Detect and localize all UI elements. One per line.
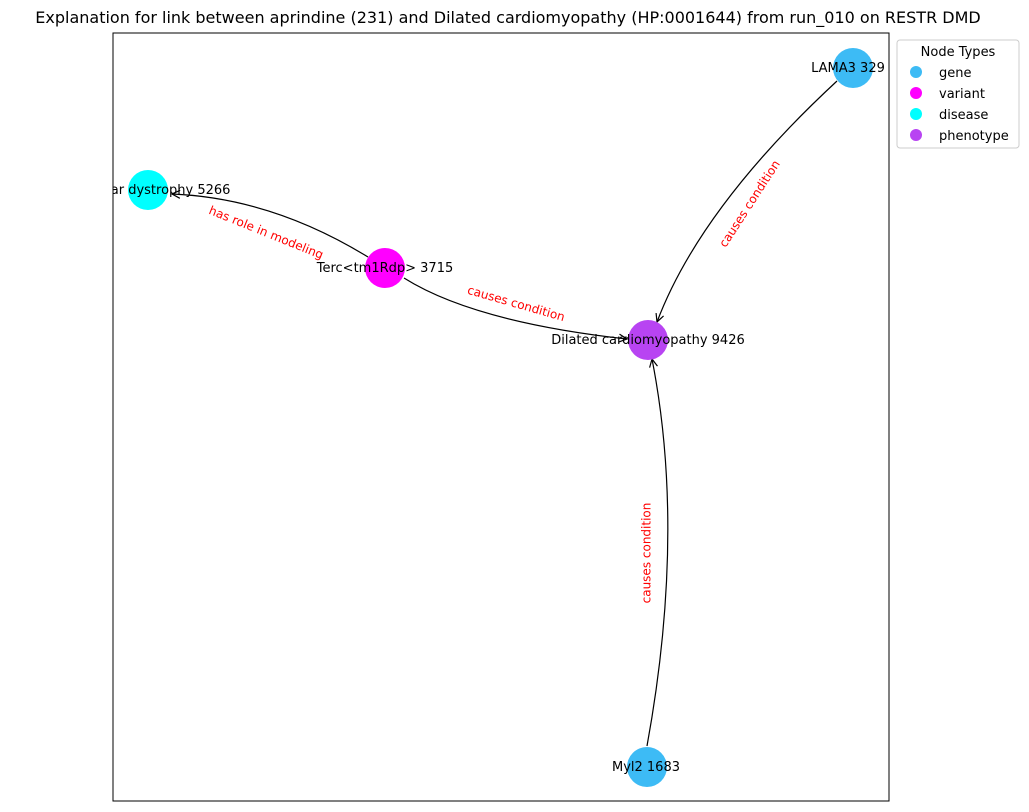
edge-terc-causes-condition (403, 277, 627, 339)
legend-label-disease: disease (939, 108, 988, 123)
legend-title: Node Types (921, 45, 996, 60)
legend-label-gene: gene (939, 66, 972, 81)
edge-label-myl2-causes-condition: causes condition (640, 503, 654, 604)
legend: Node Types gene variant disease phenotyp… (896, 39, 1020, 149)
figure-title: Explanation for link between aprindine (… (35, 8, 980, 28)
graph-area: LAMA3 329 Muscular dystrophy 5266 Terc<t… (66, 48, 885, 787)
node-label-terc: Terc<tm1Rdp> 3715 (316, 261, 454, 276)
node-label-myl2: Myl2 1683 (612, 760, 680, 775)
node-label-lama3: LAMA3 329 (811, 61, 885, 76)
node-label-muscular-dystrophy: Muscular dystrophy 5266 (66, 183, 231, 198)
edge-has-role-in-modeling (172, 194, 369, 258)
node-label-dilated-cardiomyopathy: Dilated cardiomyopathy 9426 (551, 333, 745, 348)
node-muscular-dystrophy-disease (128, 170, 168, 210)
node-myl2-gene (627, 747, 667, 787)
legend-box (896, 39, 1020, 149)
edge-myl2-causes-condition (646, 359, 669, 747)
node-terc-variant (365, 248, 405, 288)
legend-marker-variant (910, 87, 922, 99)
edge-lama3-causes-condition (657, 80, 838, 322)
legend-marker-gene (910, 66, 922, 78)
node-dilated-cardiomyopathy-phenotype (628, 320, 668, 360)
legend-marker-disease (910, 108, 922, 120)
legend-label-phenotype: phenotype (939, 129, 1009, 144)
legend-marker-phenotype (910, 129, 922, 141)
node-lama3-gene (833, 48, 873, 88)
plot-frame (112, 32, 890, 802)
legend-label-variant: variant (939, 87, 985, 102)
